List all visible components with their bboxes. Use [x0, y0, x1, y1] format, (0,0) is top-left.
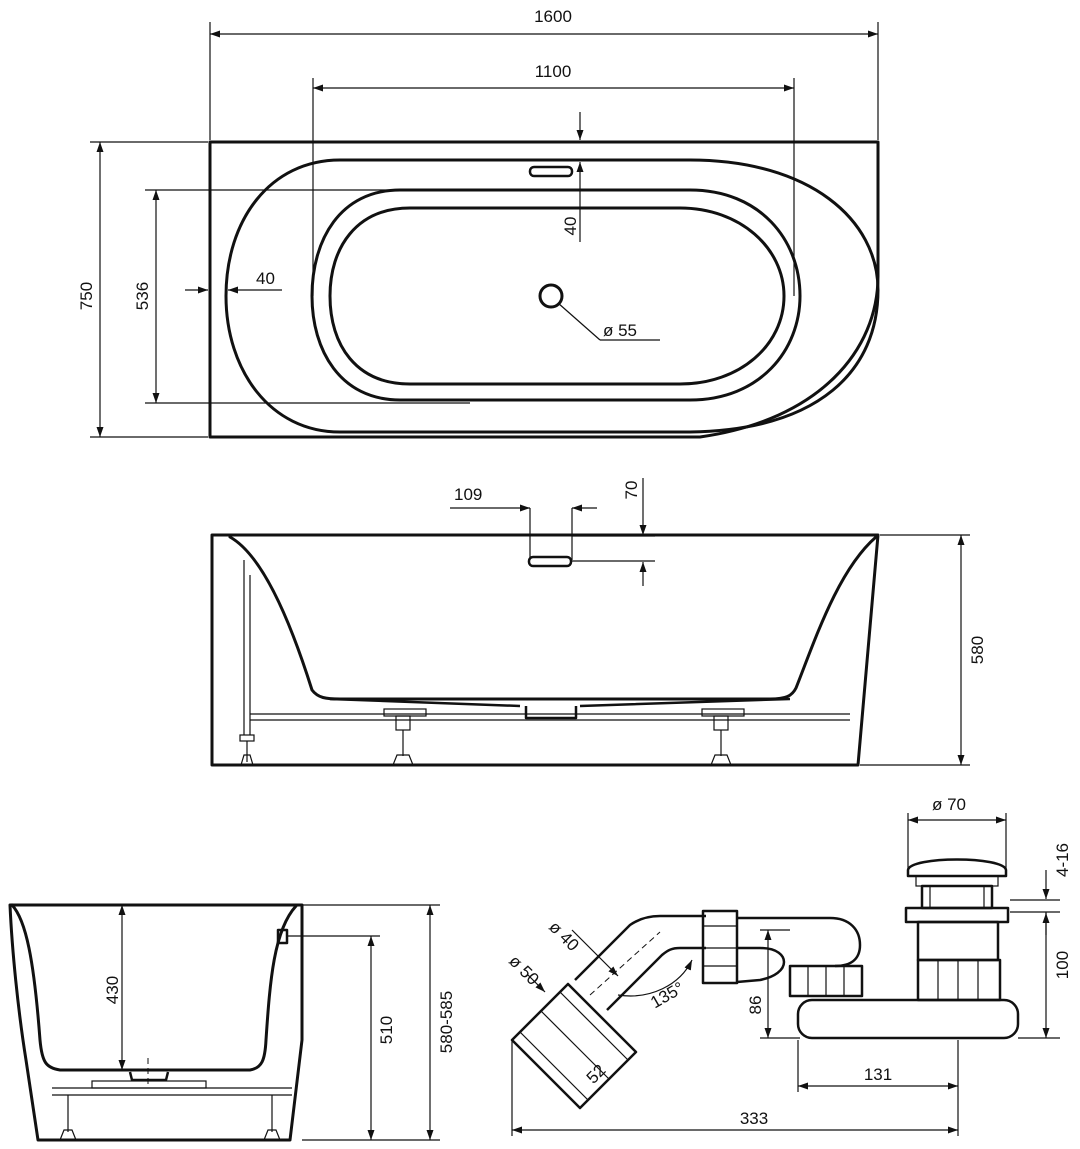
trap-nut-right [916, 958, 1002, 1002]
foot-left [239, 734, 255, 766]
dim-rim-back: 40 [561, 217, 580, 236]
side-basin [10, 903, 298, 1072]
basin-outer [310, 188, 802, 402]
dim-outlet-inner-diameter: ø 40 [545, 917, 582, 954]
dim-side-total-height: 580-585 [437, 991, 456, 1053]
dim-overall-width: 750 [77, 282, 96, 310]
drain-set: ø 70 4-16 100 86 131 333 ø 40 ø 50 135° [505, 795, 1072, 1136]
dim-overflow-width: 109 [454, 485, 482, 504]
dim-side-overflow-height: 510 [377, 1016, 396, 1044]
basin-profile [228, 535, 878, 701]
trap-body [796, 998, 1020, 1040]
dim-inner-width: 536 [133, 282, 152, 310]
rim-outer [224, 158, 880, 434]
front-panel [210, 533, 880, 767]
foot-right [701, 708, 745, 766]
plug-cap [906, 858, 1008, 878]
dim-overflow-height: 70 [622, 481, 641, 500]
dim-total-length: 333 [740, 1109, 768, 1128]
pipe-upper [574, 914, 706, 981]
dim-trap-height: 86 [746, 996, 765, 1015]
overflow-slot-front [527, 555, 573, 568]
dim-inner-depth: 430 [103, 976, 122, 1004]
outlet-socket [510, 982, 638, 1110]
coupling-nut [701, 909, 739, 985]
foot-mid [383, 708, 427, 766]
basin-inner [328, 206, 786, 386]
drain-bump [524, 706, 578, 720]
side-view: 430 510 580-585 [8, 903, 456, 1142]
pipe-lower [606, 946, 706, 1011]
dim-trap-length: 131 [864, 1065, 892, 1084]
side-panel [8, 903, 304, 1142]
overflow-side [276, 928, 289, 945]
dim-front-height: 580 [968, 636, 987, 664]
front-view: 109 70 580 [210, 478, 987, 767]
plug-body [920, 884, 994, 910]
dim-rim-side: 40 [256, 269, 275, 288]
top-view: 1600 1100 750 536 40 40 ø 55 [77, 7, 880, 439]
dim-drain-diameter: ø 55 [603, 321, 637, 340]
drain-circle [538, 283, 564, 309]
dim-plug-adjust: 4-16 [1053, 843, 1072, 877]
dim-drain-total-height: 100 [1053, 951, 1072, 979]
overflow-slot-top [528, 165, 574, 178]
dim-plug-diameter: ø 70 [932, 795, 966, 814]
dim-bend-angle: 135° [647, 978, 687, 1012]
dim-inner-length: 1100 [535, 62, 572, 81]
dim-overall-length: 1600 [534, 7, 572, 26]
